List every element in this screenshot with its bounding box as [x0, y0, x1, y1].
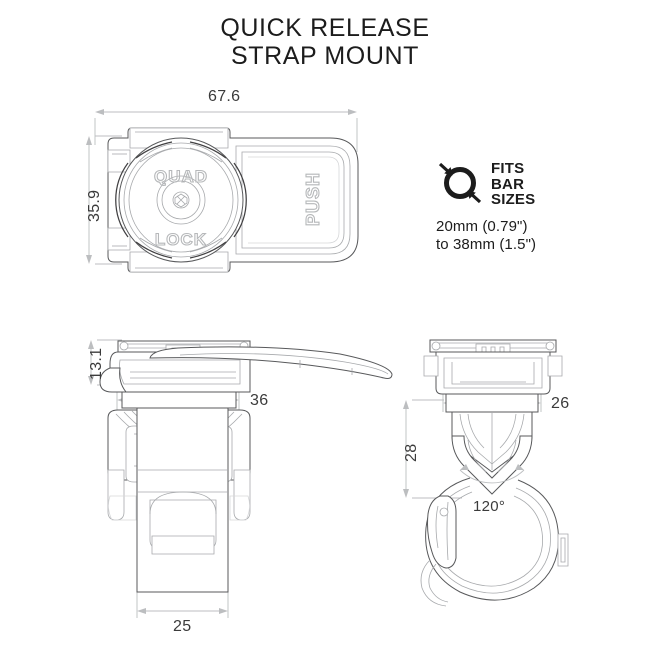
dimension-label-28: 28 [403, 443, 420, 462]
quad-engraving: QUAD [154, 167, 208, 186]
fits-bar-sizes-callout: FITS BAR SIZES 20mm (0.79") to 38mm (1.5… [436, 158, 568, 254]
fits-range-line-1: 20mm (0.79") [436, 218, 528, 235]
page-title: QUICK RELEASE STRAP MOUNT [0, 14, 650, 70]
fits-heading-line-2: BAR [491, 175, 525, 193]
dimension-label-26: 26 [551, 395, 570, 412]
top-view-geometry: PUSH [86, 109, 359, 273]
front-view-geometry [403, 339, 569, 607]
push-engraving: PUSH [303, 172, 323, 226]
dimension-label-120-deg: 120° [473, 498, 506, 515]
side-view-geometry [88, 339, 393, 618]
dimension-26 [442, 392, 542, 412]
dimension-label-35-9: 35.9 [86, 189, 103, 222]
dimension-label-67-6: 67.6 [208, 88, 241, 105]
dimension-label-25: 25 [173, 618, 192, 635]
dimension-25 [136, 592, 229, 618]
lock-engraving: LOCK [155, 230, 207, 249]
angle-120-arc [459, 464, 525, 484]
title-line-2: STRAP MOUNT [230, 42, 420, 70]
dimension-67-6 [94, 109, 358, 152]
fits-heading-line-1: FITS [491, 160, 525, 178]
title-line-1: QUICK RELEASE [220, 14, 430, 42]
dimension-label-13-1: 13.1 [88, 347, 105, 380]
fits-heading-line-3: SIZES [491, 191, 536, 209]
fits-range-line-2: to 38mm (1.5") [436, 236, 537, 253]
dimension-36 [116, 392, 240, 412]
dimension-label-36: 36 [250, 392, 269, 409]
bar-diameter-icon [436, 158, 484, 211]
